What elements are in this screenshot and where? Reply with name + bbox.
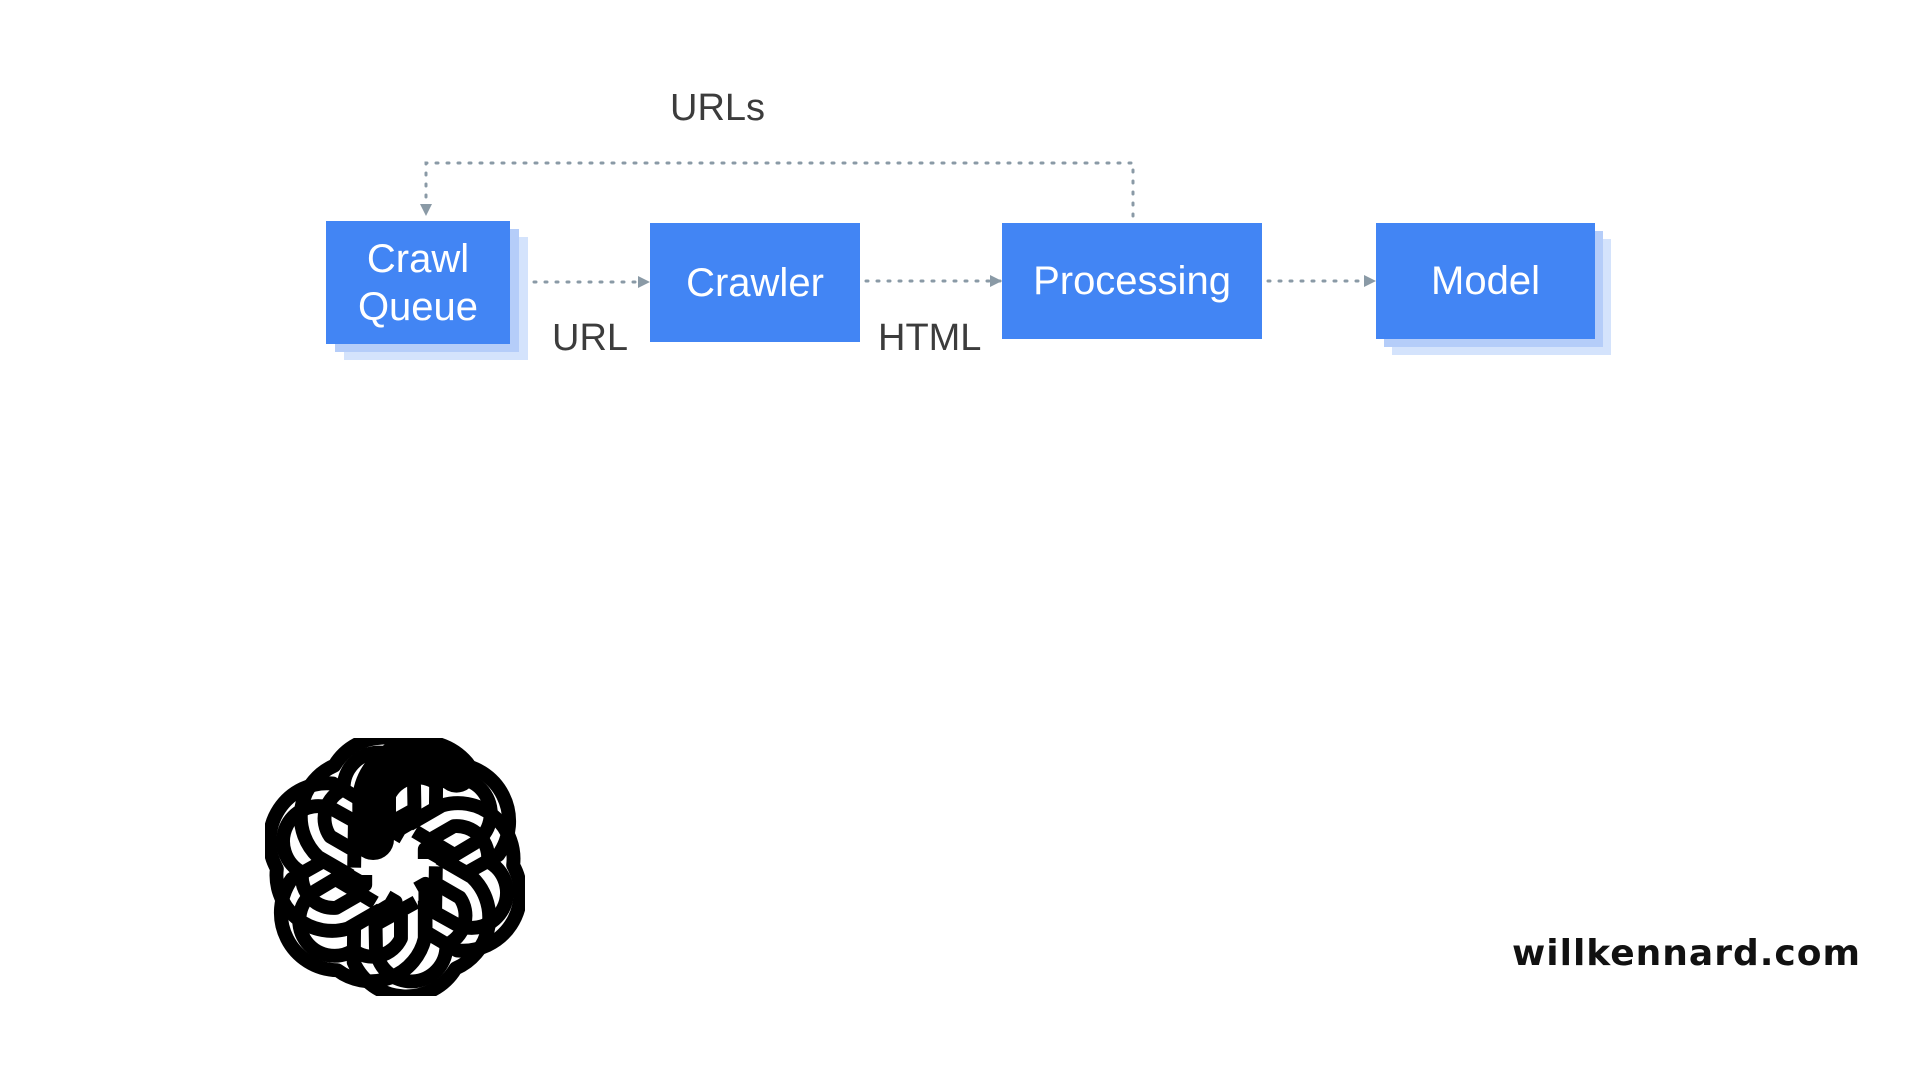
interlocking-knot-logo-icon — [265, 738, 525, 996]
node-label: Crawler — [686, 260, 824, 305]
edge-label-urls: URLs — [670, 87, 766, 129]
site-url: willkennard.com — [1512, 933, 1862, 974]
node-crawl-queue: Crawl Queue — [326, 221, 510, 344]
edge-processing-to-crawl-queue — [420, 161, 1135, 218]
node-processing: Processing — [1002, 223, 1262, 339]
node-label: Processing — [1033, 259, 1231, 303]
node-model: Model — [1376, 223, 1595, 339]
edge-label-html: HTML — [878, 317, 982, 359]
edge-label-url: URL — [552, 317, 629, 359]
node-label: Crawl Queue — [357, 236, 479, 329]
node-label: Model — [1431, 259, 1540, 303]
node-crawler: Crawler — [650, 223, 860, 342]
